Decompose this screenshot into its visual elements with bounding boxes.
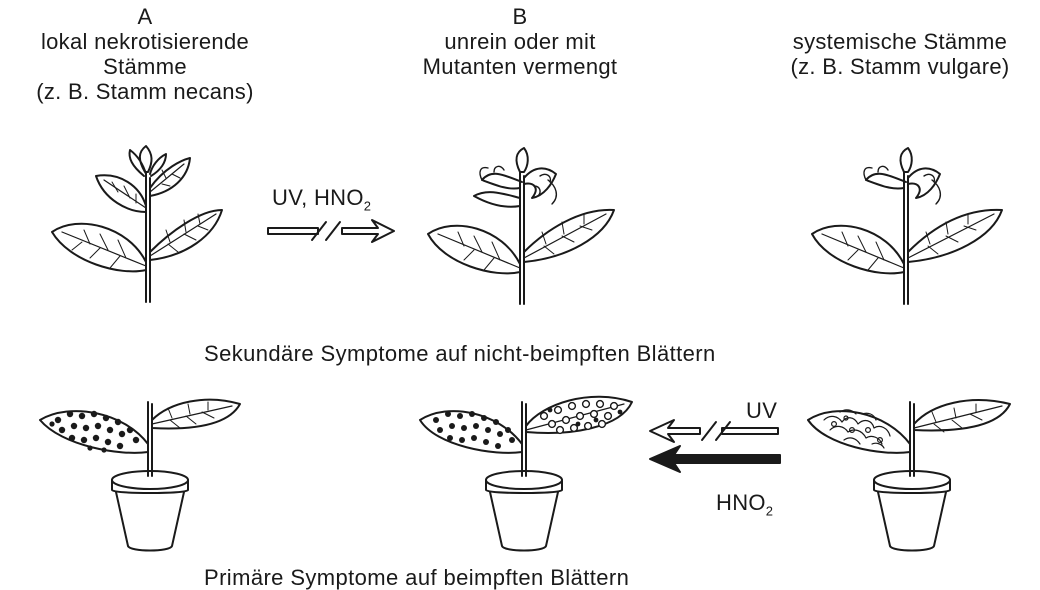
potted-plant-c-pot-rim bbox=[874, 471, 950, 489]
potted-plant-c-pot bbox=[878, 492, 946, 551]
plant-c-curled-leaf-1 bbox=[866, 174, 906, 189]
plant-b-curled-leaf-1 bbox=[482, 174, 522, 189]
potted-plant-b-lesions-left bbox=[433, 411, 515, 449]
plant-b-top bbox=[428, 148, 614, 304]
plant-c-top bbox=[812, 148, 1002, 304]
potted-plant-a-pot-rim bbox=[112, 471, 188, 489]
potted-plant-c bbox=[808, 400, 1010, 550]
top-treatment-arrow bbox=[268, 220, 394, 242]
potted-plant-a bbox=[40, 400, 240, 551]
plant-b-leaf-lower-right bbox=[524, 210, 614, 262]
plant-a-leaf-upper-left bbox=[96, 175, 146, 212]
potted-plant-c-right-leaf bbox=[914, 400, 1010, 430]
potted-plant-c-mottling bbox=[824, 410, 890, 448]
potted-plant-b-pot-rim bbox=[486, 471, 562, 489]
plant-a-top bbox=[52, 146, 222, 302]
potted-plant-a-pot bbox=[116, 492, 184, 551]
potted-plant-b-pot bbox=[490, 492, 558, 551]
potted-plant-c-mottled-leaf bbox=[808, 411, 910, 453]
bottom-uv-arrow bbox=[650, 420, 778, 442]
potted-plant-b bbox=[420, 397, 632, 551]
potted-plant-a-lesions bbox=[49, 411, 139, 453]
bottom-hno2-arrow bbox=[650, 446, 780, 472]
plant-a-bud bbox=[140, 146, 152, 172]
